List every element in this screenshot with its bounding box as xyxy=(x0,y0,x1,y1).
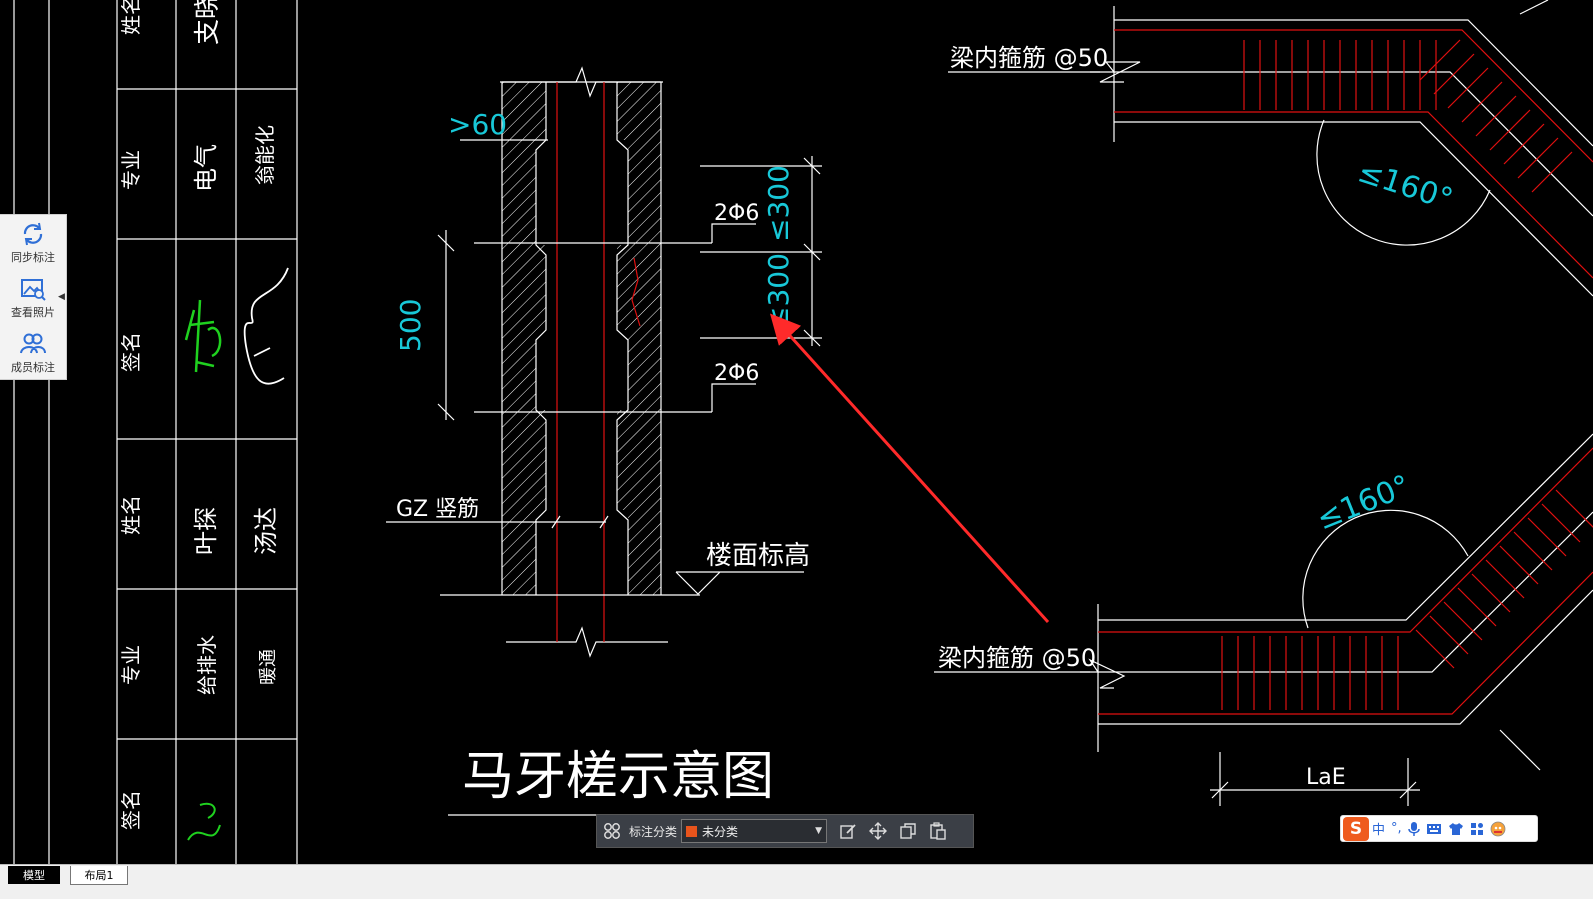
stirrup-line xyxy=(1503,123,1545,165)
tab-layout1[interactable]: 布局1 xyxy=(70,866,128,885)
members-icon xyxy=(20,333,46,354)
view-photos-button[interactable]: 查看照片 xyxy=(0,270,66,325)
member-annotation-button[interactable]: 成员标注 xyxy=(0,325,66,380)
stirrups-bottom xyxy=(1221,489,1593,710)
tab-model[interactable]: 模型 xyxy=(8,866,60,884)
tb-extra-4: 汤达 xyxy=(252,507,280,555)
lae-label: LaE xyxy=(1306,765,1346,790)
stirrup-line xyxy=(1433,53,1475,95)
stirrup-line xyxy=(1555,489,1593,528)
stirrup-line xyxy=(1527,517,1567,557)
rebar-2phi6-bottom: 2Φ6 xyxy=(714,361,759,386)
side-panel: 同步标注 查看照片 成员标注 ◀ xyxy=(0,214,67,380)
toolbox-grid-icon[interactable] xyxy=(1467,817,1487,841)
tb-role-5: 专业 xyxy=(119,645,143,685)
tb-name-1: 支晓 xyxy=(193,0,223,45)
dim-le300-bottom: ≤300 xyxy=(762,253,795,330)
stirrup-line xyxy=(1489,109,1531,151)
sync-icon xyxy=(23,222,43,246)
paste-icon[interactable] xyxy=(923,816,953,846)
toothed-wall-detail xyxy=(386,66,822,658)
signature-green-2 xyxy=(187,802,221,841)
ime-punctuation-toggle[interactable]: °, xyxy=(1391,821,1402,836)
tb-role-6: 签名 xyxy=(119,790,143,830)
tb-extra-2: 翁能化 xyxy=(253,125,277,185)
microphone-icon[interactable] xyxy=(1405,817,1423,841)
tb-role-3: 签名 xyxy=(119,332,143,372)
dim-le300-top: ≤300 xyxy=(762,165,795,242)
stirrup-line xyxy=(1513,531,1553,571)
tb-role-2: 专业 xyxy=(119,150,143,190)
annotation-category-label: 标注分类 xyxy=(629,824,678,839)
dim-gt60: >60 xyxy=(448,108,507,141)
stirrup-line xyxy=(1443,601,1483,641)
category-color-swatch xyxy=(686,825,698,837)
ime-mode-toggle[interactable]: 中 xyxy=(1372,823,1386,838)
sync-annotation-button[interactable]: 同步标注 xyxy=(0,215,66,270)
angle-arc-top xyxy=(1316,119,1491,246)
cad-drawing-canvas[interactable]: 姓名 支晓 专业 电气 翁能化 签名 姓名 叶探 汤达 专业 给排水 暖通 签名 xyxy=(0,0,1593,864)
sync-annotation-label: 同步标注 xyxy=(11,251,55,264)
floor-elevation-label: 楼面标高 xyxy=(706,541,810,571)
tb-name-5: 给排水 xyxy=(195,635,219,695)
view-photos-label: 查看照片 xyxy=(11,306,55,319)
move-icon[interactable] xyxy=(863,816,893,846)
stirrup-line xyxy=(1499,545,1539,585)
photo-icon xyxy=(21,279,46,301)
stirrup-line xyxy=(1475,95,1517,137)
stirrup-line xyxy=(1471,573,1511,613)
stirrup-line xyxy=(1419,39,1461,81)
stirrup-line xyxy=(1447,67,1489,109)
stirrup-line xyxy=(1457,587,1497,627)
mascot-icon[interactable] xyxy=(1487,817,1509,841)
stirrup-line xyxy=(1461,81,1503,123)
annotation-arrow[interactable] xyxy=(769,313,1050,624)
signature-white xyxy=(243,267,289,385)
annotation-toolbar: 标注分类 未分类 ▼ xyxy=(596,814,974,848)
collapse-left-icon[interactable]: ◀ xyxy=(58,292,65,302)
stirrup-line xyxy=(1429,615,1469,655)
dim-500: 500 xyxy=(394,299,427,352)
title-block: 姓名 支晓 专业 电气 翁能化 签名 姓名 叶探 汤达 专业 给排水 暖通 签名 xyxy=(13,0,298,864)
rebar-2phi6-top: 2Φ6 xyxy=(714,201,759,226)
tb-extra-5: 暖通 xyxy=(258,649,279,685)
beam-detail-bottom xyxy=(934,433,1593,806)
stirrup-line xyxy=(1531,151,1573,193)
drawing-title: 马牙槎示意图 xyxy=(462,747,774,807)
tb-role-1: 姓名 xyxy=(119,0,143,35)
gz-label: GZ 竖筋 xyxy=(396,497,479,522)
angle-top: ≤160° xyxy=(1354,154,1457,217)
annotation-category-select[interactable]: 未分类 ▼ xyxy=(681,819,828,843)
copy-icon[interactable] xyxy=(893,816,923,846)
signature-green xyxy=(184,299,222,373)
beam-label-bottom: 梁内箍筋 @50 xyxy=(938,644,1096,672)
edit-icon[interactable] xyxy=(833,816,863,846)
sogou-logo-icon[interactable]: S xyxy=(1343,816,1369,841)
member-annotation-label: 成员标注 xyxy=(11,361,55,374)
tb-name-2: 电气 xyxy=(192,144,220,192)
annotation-category-value: 未分类 xyxy=(702,824,739,839)
ime-toolbar: S 中 °, xyxy=(1340,815,1538,842)
layout-tab-bar: 模型 布局1 xyxy=(0,864,1593,899)
keyboard-icon[interactable] xyxy=(1423,817,1445,841)
beam-detail xyxy=(948,0,1593,297)
tb-role-4: 姓名 xyxy=(119,495,143,535)
skin-shirt-icon[interactable] xyxy=(1445,817,1467,841)
chevron-down-icon: ▼ xyxy=(815,826,823,836)
angle-bottom: ≤160° xyxy=(1312,468,1415,537)
stirrups-top xyxy=(1243,39,1573,193)
stirrup-line xyxy=(1517,137,1559,179)
grid-apps-icon[interactable] xyxy=(597,816,627,846)
beam-label-top: 梁内箍筋 @50 xyxy=(950,44,1108,72)
stirrup-line xyxy=(1485,559,1525,599)
stirrup-line xyxy=(1541,503,1581,543)
stirrup-line xyxy=(1415,629,1455,669)
tb-name-4: 叶探 xyxy=(192,507,220,555)
angle-arc-bottom xyxy=(1302,509,1469,629)
